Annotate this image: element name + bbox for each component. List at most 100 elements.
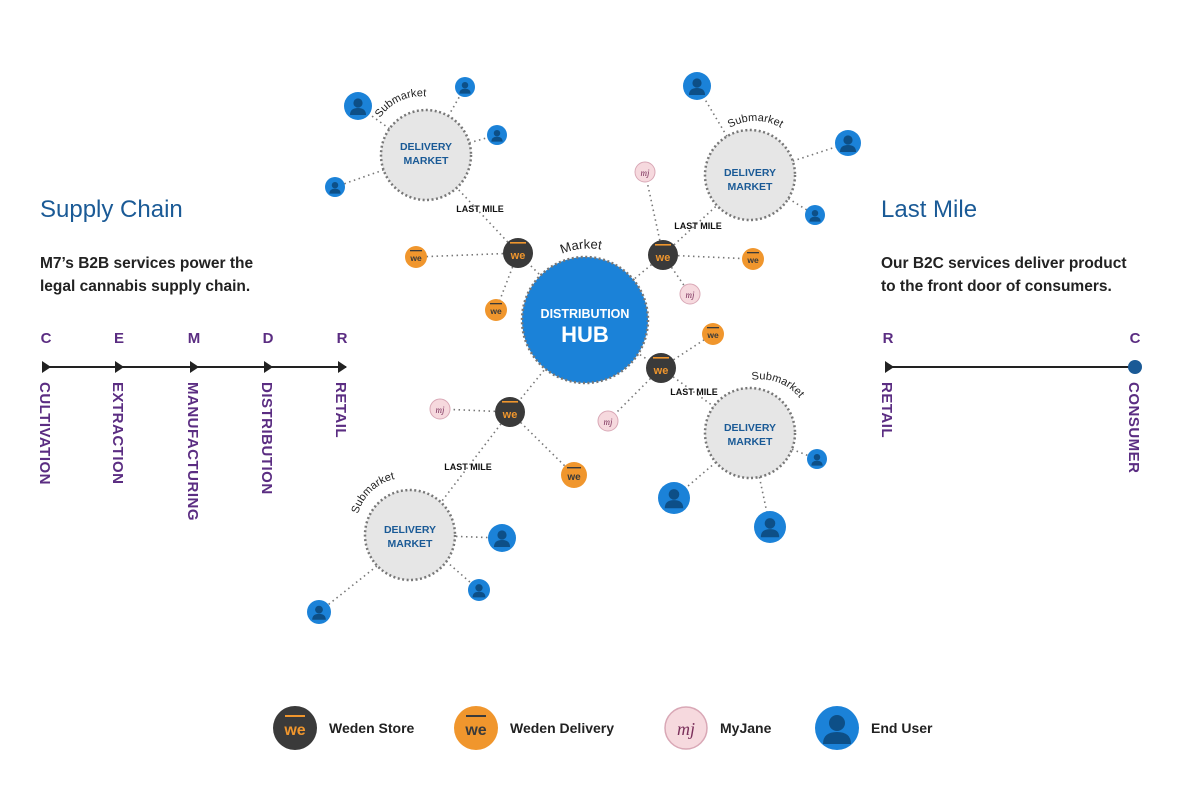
svg-text:we: we <box>502 409 518 421</box>
myjane-icon: mj <box>664 706 708 750</box>
end-user-icon <box>344 92 372 120</box>
end-user-icon <box>468 579 490 601</box>
end-user-icon <box>815 706 859 750</box>
stage-arrow-retail-right <box>885 361 894 373</box>
legend-label-weden-delivery: Weden Delivery <box>510 720 615 736</box>
end-user-icon <box>325 177 345 197</box>
legend-item-weden-delivery: we Weden Delivery <box>454 706 614 750</box>
svg-text:MARKET: MARKET <box>728 181 773 193</box>
svg-text:we: we <box>283 722 305 739</box>
stage-letter-e: E <box>113 330 125 347</box>
weden-store-icon: we <box>495 397 525 427</box>
hub-label-line1: DISTRIBUTION <box>541 307 630 321</box>
svg-text:we: we <box>489 306 502 316</box>
svg-text:we: we <box>653 365 669 377</box>
legend-label-myjane: MyJane <box>720 720 772 736</box>
weden-delivery-icon: we <box>485 299 507 321</box>
svg-text:we: we <box>566 472 581 483</box>
weden-delivery-icon: we <box>702 323 724 345</box>
end-user-icon <box>807 449 827 469</box>
delivery-market-top-left: DELIVERY MARKET Submarket <box>373 87 473 202</box>
stage-label-manufacturing: MANUFACTURING <box>184 382 201 521</box>
weden-delivery-icon: we <box>405 246 427 268</box>
supply-chain-desc-line1: M7’s B2B services power the <box>40 255 254 272</box>
end-user-icon <box>683 72 711 100</box>
svg-text:mj: mj <box>686 290 695 300</box>
end-user-icon <box>805 205 825 225</box>
myjane-icon: mj <box>679 283 701 305</box>
svg-text:Submarket: Submarket <box>726 112 785 131</box>
myjane-icon: mj <box>429 398 451 420</box>
svg-text:LAST MILE: LAST MILE <box>670 387 718 397</box>
end-user-icon <box>307 600 331 624</box>
svg-text:mj: mj <box>641 168 650 178</box>
svg-text:MARKET: MARKET <box>728 436 773 448</box>
svg-text:MARKET: MARKET <box>388 538 433 550</box>
end-user-icon <box>455 77 475 97</box>
market-tag: Market <box>558 236 603 256</box>
weden-store-icon: we <box>503 238 533 268</box>
supply-chain-title: Supply Chain <box>40 196 183 223</box>
last-mile-line <box>888 366 1136 368</box>
supply-chain-desc-line2: legal cannabis supply chain. <box>40 278 251 295</box>
stage-label-retail: RETAIL <box>332 382 349 439</box>
svg-text:DELIVERY: DELIVERY <box>384 524 436 536</box>
svg-text:we: we <box>510 250 526 262</box>
stage-letter-m: M <box>187 330 201 347</box>
legend-item-myjane: mj MyJane <box>664 706 771 750</box>
end-user-icon <box>488 524 516 552</box>
svg-text:LAST MILE: LAST MILE <box>444 462 492 472</box>
stage-arrow-e <box>115 361 124 373</box>
weden-delivery-icon: we <box>742 248 764 270</box>
end-user-icon <box>754 511 786 543</box>
distribution-hub: DISTRIBUTION HUB Market <box>520 236 650 385</box>
delivery-market-top-right: DELIVERY MARKET Submarket <box>703 112 797 222</box>
stage-label-retail-right: RETAIL <box>878 382 895 439</box>
consumer-end-dot <box>1128 360 1142 374</box>
svg-text:we: we <box>655 252 671 264</box>
svg-text:DELIVERY: DELIVERY <box>724 422 776 434</box>
svg-text:mj: mj <box>436 405 445 415</box>
stage-arrow-c <box>42 361 51 373</box>
stage-arrow-r <box>338 361 347 373</box>
weden-delivery-icon: we <box>454 706 498 750</box>
svg-text:we: we <box>464 722 486 739</box>
stage-letter-c-right: C <box>1129 330 1141 347</box>
stage-label-extraction: EXTRACTION <box>109 382 126 485</box>
legend-label-weden-store: Weden Store <box>329 720 415 736</box>
delivery-market-bottom-right: DELIVERY MARKET Submarket <box>703 370 806 480</box>
stage-letter-c: C <box>40 330 52 347</box>
svg-text:LAST MILE: LAST MILE <box>456 204 504 214</box>
weden-store-icon: we <box>646 353 676 383</box>
legend-item-weden-store: we Weden Store <box>273 706 414 750</box>
myjane-icon: mj <box>597 410 619 432</box>
weden-store-icon: we <box>273 706 317 750</box>
svg-text:mj: mj <box>604 417 613 427</box>
delivery-market-bottom-left: DELIVERY MARKET Submarket <box>349 470 457 582</box>
stage-arrow-m <box>190 361 199 373</box>
end-user-icon <box>487 125 507 145</box>
svg-text:we: we <box>746 255 759 265</box>
last-mile-desc-line1: Our B2C services deliver product <box>881 255 1127 272</box>
stage-letter-r-right: R <box>882 330 894 347</box>
weden-store-icon: we <box>648 240 678 270</box>
svg-text:we: we <box>409 253 422 263</box>
svg-text:DELIVERY: DELIVERY <box>400 141 452 153</box>
myjane-icon: mj <box>634 161 656 183</box>
end-user-icon <box>658 482 690 514</box>
stage-label-cultivation: CULTIVATION <box>36 382 53 485</box>
legend-item-end-user: End User <box>815 706 932 750</box>
last-mile-description: Our B2C services deliver product to the … <box>881 252 1127 298</box>
svg-text:MARKET: MARKET <box>404 155 449 167</box>
stage-arrow-d <box>264 361 273 373</box>
stage-letter-d: D <box>262 330 274 347</box>
svg-text:we: we <box>706 330 719 340</box>
last-mile-desc-line2: to the front door of consumers. <box>881 278 1112 295</box>
weden-delivery-icon: we <box>561 462 587 488</box>
end-user-icon <box>835 130 861 156</box>
hub-label-line2: HUB <box>561 322 609 347</box>
legend-label-end-user: End User <box>871 720 933 736</box>
stage-letter-r: R <box>336 330 348 347</box>
stage-label-distribution: DISTRIBUTION <box>258 382 275 495</box>
